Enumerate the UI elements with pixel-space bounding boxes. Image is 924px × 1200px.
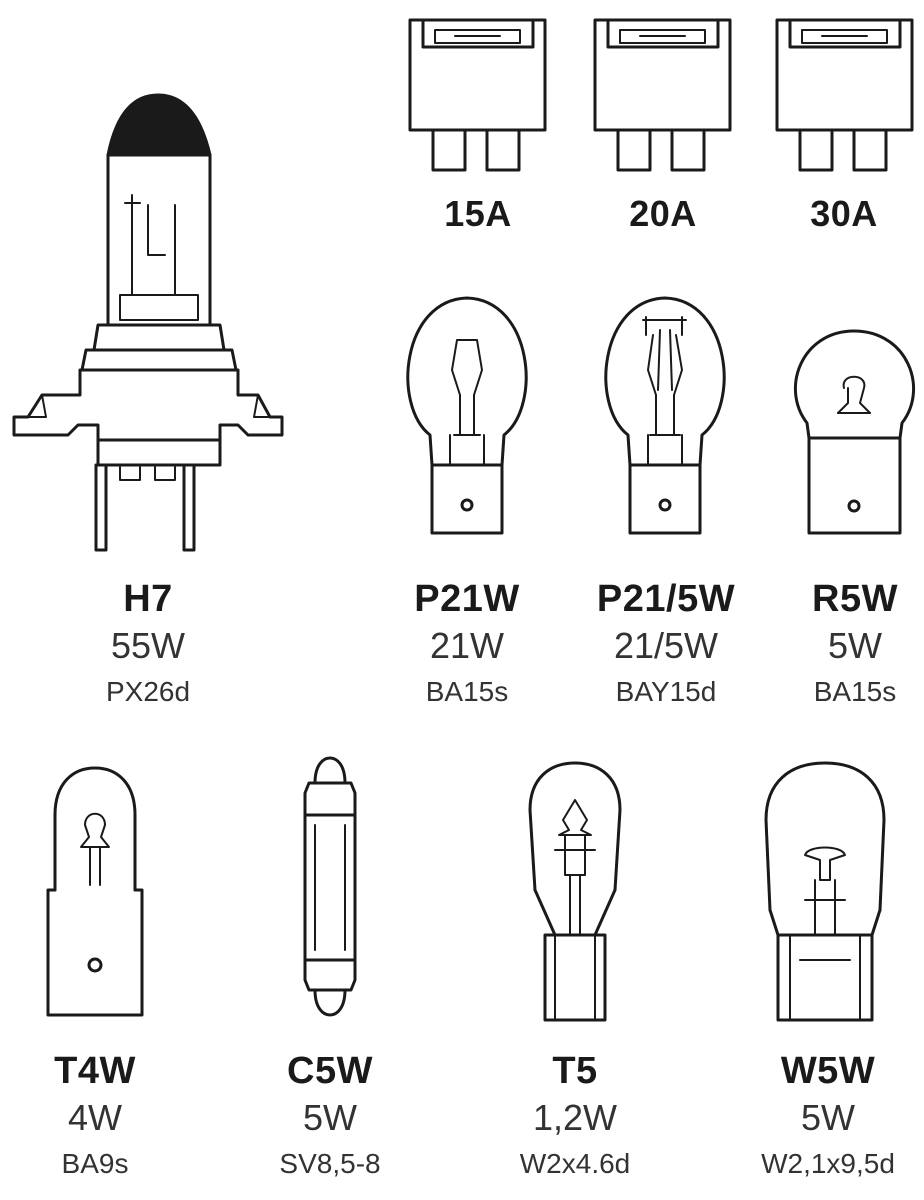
blade-fuse-icon: [405, 15, 550, 175]
bulb-base: BA15s: [425, 676, 509, 707]
wedge-bulb-small-icon: [525, 760, 625, 1025]
bulb-wattage: 55W: [110, 625, 186, 666]
wedge-bulb-icon: [760, 760, 890, 1025]
bulb-name: H7: [123, 578, 173, 620]
bulb-wattage: 5W: [303, 1097, 357, 1138]
bulb-wattage: 21W: [429, 625, 505, 666]
bulb-wattage: 1,2W: [532, 1097, 618, 1138]
bulb-name: P21/5W: [596, 578, 736, 620]
fuse-label: 20A: [629, 193, 697, 234]
bulb-base: BAY15d: [615, 676, 717, 707]
bulb-name: C5W: [287, 1050, 373, 1092]
festoon-bulb-icon: [295, 755, 365, 1020]
bulb-wattage: 5W: [828, 625, 882, 666]
h7-halogen-bulb-icon: [10, 93, 285, 555]
bulb-base: PX26d: [105, 676, 191, 707]
bulb-name: P21W: [414, 578, 520, 620]
dual-filament-bulb-icon: [598, 295, 733, 540]
bulb-wattage: 5W: [801, 1097, 855, 1138]
fuse-label: 15A: [444, 193, 512, 234]
bulb-name: W5W: [780, 1050, 876, 1092]
bulb-name: R5W: [812, 578, 898, 620]
bulb-name: T5: [552, 1050, 598, 1092]
bulb-name: T4W: [54, 1050, 136, 1092]
fuse-label: 30A: [810, 193, 878, 234]
bulb-base: W2,1x9,5d: [761, 1148, 895, 1179]
small-round-bulb-icon: [792, 328, 917, 540]
blade-fuse-icon: [772, 15, 917, 175]
bulb-base: BA9s: [61, 1148, 129, 1179]
bulb-wattage: 4W: [68, 1097, 122, 1138]
miniature-bayonet-bulb-icon: [45, 765, 145, 1020]
bulb-wattage: 21/5W: [613, 625, 719, 666]
bulb-base: BA15s: [813, 676, 897, 707]
bulb-base: W2x4.6d: [519, 1148, 631, 1179]
blade-fuse-icon: [590, 15, 735, 175]
single-filament-bulb-icon: [402, 295, 532, 540]
bulb-base: SV8,5-8: [279, 1148, 381, 1179]
